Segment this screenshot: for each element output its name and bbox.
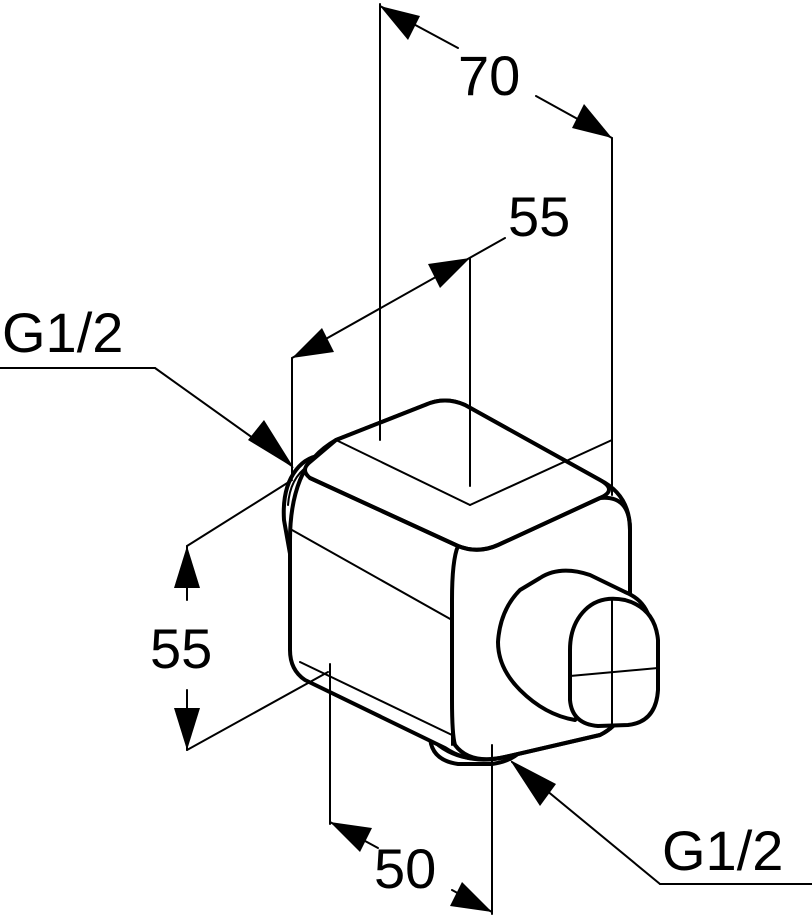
cube-top-ridge	[335, 439, 471, 506]
outlet-front-face	[568, 596, 660, 728]
arrowhead-left	[292, 328, 334, 358]
dimension-55-side: 55	[150, 479, 329, 751]
leader-g12-left: G1/2	[0, 301, 294, 468]
arrowhead-top	[174, 546, 200, 588]
cube-left-face-edge	[308, 476, 460, 548]
dimension-55-top: 55	[291, 185, 570, 487]
arrowhead-left	[380, 6, 420, 40]
dimension-70: 70	[379, 3, 613, 496]
dimension-label-55-side: 55	[150, 617, 212, 680]
cube-top-ridge-2	[469, 439, 613, 506]
arrowhead-bottom	[174, 708, 200, 750]
arrowhead-right	[450, 882, 492, 912]
extension-line-bottom	[186, 671, 329, 751]
dimension-label-55-top: 55	[508, 185, 570, 248]
arrowhead-right	[428, 258, 470, 288]
cube-mid-edge	[291, 529, 453, 621]
dimension-label-70: 70	[458, 44, 520, 107]
extension-line-top	[186, 479, 293, 547]
dimension-label-50: 50	[374, 837, 436, 900]
thread-label-left: G1/2	[2, 301, 123, 364]
thread-label-bottom: G1/2	[662, 819, 783, 882]
arrowhead-right	[572, 104, 612, 138]
leader-g12-bottom: G1/2	[510, 760, 812, 885]
arrowhead-left	[330, 822, 372, 852]
dimension-line	[291, 237, 506, 359]
leader-arrowhead	[510, 760, 556, 806]
outlet-face-horizontal	[569, 667, 659, 677]
leader-arrowhead	[248, 420, 294, 468]
dimension-50: 50	[329, 663, 493, 915]
